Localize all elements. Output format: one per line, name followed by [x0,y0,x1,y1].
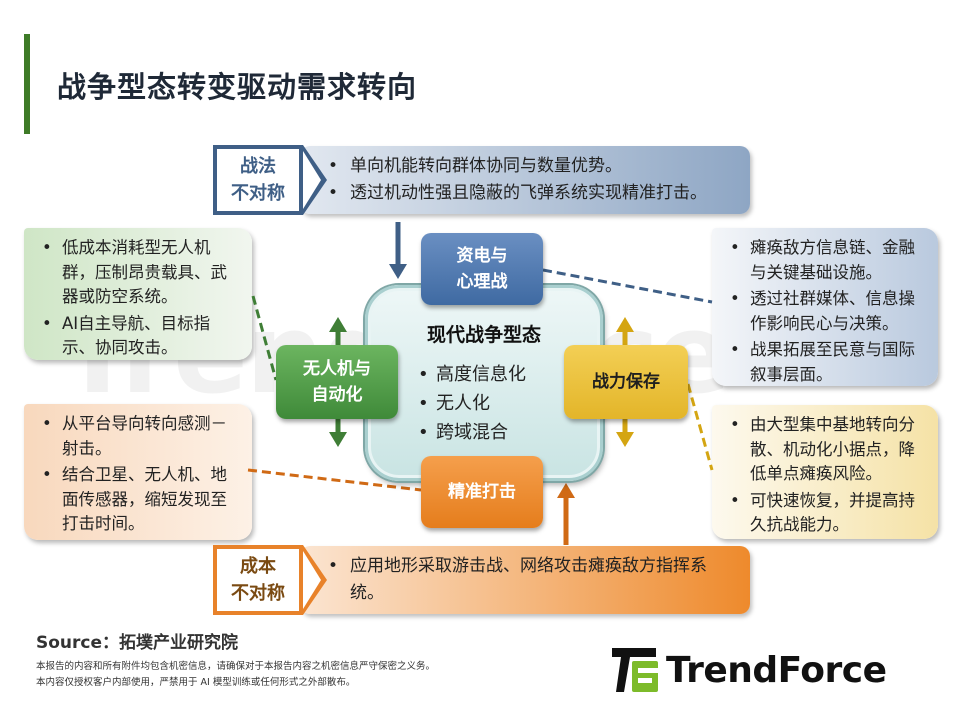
core-bullets: 高度信息化 无人化 跨域混合 [418,360,526,447]
node-force-preservation: 战力保存 [564,345,688,419]
node-electronic-psy-warfare: 资电与心理战 [421,233,543,305]
bullet: 可快速恢复，并提高持久抗战能力。 [730,489,928,538]
tactics-asymmetry-tag: 战法不对称 [213,145,303,215]
callout-psywar: 瘫痪敌方信息链、金融与关键基础设施。 透过社群媒体、信息操作影响民心与决策。 战… [712,228,938,386]
disclaimer-line: 本报告的内容和所有附件均包含机密信息，请确保对于本报告内容之机密信息严守保密之义… [36,661,436,672]
bullet: 透过机动性强且隐蔽的飞弹系统实现精准打击。 [328,180,750,207]
trendforce-logo-text: TrendForce [666,649,887,691]
source-label: Source：拓墣产业研究院 [36,633,239,653]
bullet: 单向机能转向群体协同与数量优势。 [328,153,750,180]
callout-drones: 低成本消耗型无人机群，压制昂贵载具、武器或防空系统。 AI自主导航、目标指示、协… [24,228,252,360]
callout-force-preservation: 由大型集中基地转向分散、机动化小据点，降低单点瘫痪风险。 可快速恢复，并提高持久… [712,405,938,539]
title-accent-bar [24,34,30,134]
cost-tag-pointer-inner [303,551,321,609]
bullet: 应用地形采取游击战、网络攻击瘫痪敌方指挥系统。 [328,553,732,607]
disclaimer-line: 本内容仅授权客户内部使用，严禁用于 AI 模型训练或任何形式之外部散布。 [36,677,356,688]
page-title: 战争型态转变驱动需求转向 [57,70,418,104]
bullet: 低成本消耗型无人机群，压制昂贵载具、武器或防空系统。 [42,236,242,310]
node-precision-strike: 精准打击 [421,456,543,528]
trendforce-logo: TrendForce [612,648,887,692]
core-title: 现代战争型态 [426,324,541,346]
callout-precision-strike: 从平台导向转向感测－射击。 结合卫星、无人机、地面传感器，缩短发现至打击时间。 [24,404,252,540]
bullet: 由大型集中基地转向分散、机动化小据点，降低单点瘫痪风险。 [730,413,928,487]
bullet: 跨域混合 [418,418,526,447]
cost-asymmetry-band: 应用地形采取游击战、网络攻击瘫痪敌方指挥系统。 [300,546,750,614]
tactics-bullets: 单向机能转向群体协同与数量优势。 透过机动性强且隐蔽的飞弹系统实现精准打击。 [300,153,750,207]
cost-bullets: 应用地形采取游击战、网络攻击瘫痪敌方指挥系统。 [300,553,750,607]
node-drones-automation: 无人机与自动化 [276,345,398,419]
trendforce-logo-icon [612,648,658,692]
bullet: 从平台导向转向感测－射击。 [42,412,242,461]
bullet: 高度信息化 [418,360,526,389]
tactics-tag-pointer-inner [303,151,321,209]
bullet: 战果拓展至民意与国际叙事层面。 [730,338,928,387]
tactics-asymmetry-band: 单向机能转向群体协同与数量优势。 透过机动性强且隐蔽的飞弹系统实现精准打击。 [300,146,750,214]
bullet: 无人化 [418,389,526,418]
bullet: 结合卫星、无人机、地面传感器，缩短发现至打击时间。 [42,463,242,537]
bullet: 透过社群媒体、信息操作影响民心与决策。 [730,287,928,336]
bullet: 瘫痪敌方信息链、金融与关键基础设施。 [730,236,928,285]
cost-asymmetry-tag: 成本不对称 [213,545,303,615]
bullet: AI自主导航、目标指示、协同攻击。 [42,312,242,361]
